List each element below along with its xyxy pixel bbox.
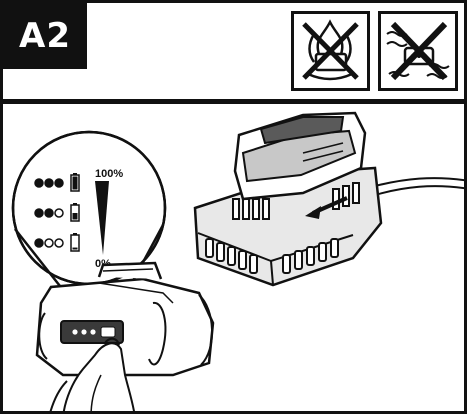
step-badge: A2 (3, 3, 87, 69)
header-divider (3, 99, 464, 104)
no-water-icon (378, 11, 458, 91)
hand (49, 337, 136, 411)
level-row (34, 203, 80, 222)
level-row (34, 173, 80, 192)
led-on-icon (34, 178, 44, 188)
led-off-icon (54, 238, 64, 248)
led-on-icon (34, 208, 44, 218)
level-gauge-wedge (95, 181, 109, 255)
battery-cap (73, 173, 77, 175)
level-row (34, 233, 80, 252)
battery-fill (72, 176, 78, 190)
battery-pack-on-charger (233, 111, 367, 201)
battery-cap (73, 233, 77, 235)
led-on-icon (54, 178, 64, 188)
led-off-icon (54, 208, 64, 218)
led-on-icon (44, 178, 54, 188)
battery-fill (72, 247, 78, 250)
led-off-icon (44, 238, 54, 248)
gauge-max-label: 100% (95, 168, 123, 180)
battery-cap (73, 203, 77, 205)
battery-fill (72, 213, 78, 220)
no-fire-icon (291, 11, 370, 91)
led-on-icon (44, 208, 54, 218)
charger-illustration: 100% 0% (11, 111, 464, 411)
battery-pack-in-hand (35, 261, 215, 377)
led-on-icon (34, 238, 44, 248)
step-label: A2 (19, 16, 71, 56)
